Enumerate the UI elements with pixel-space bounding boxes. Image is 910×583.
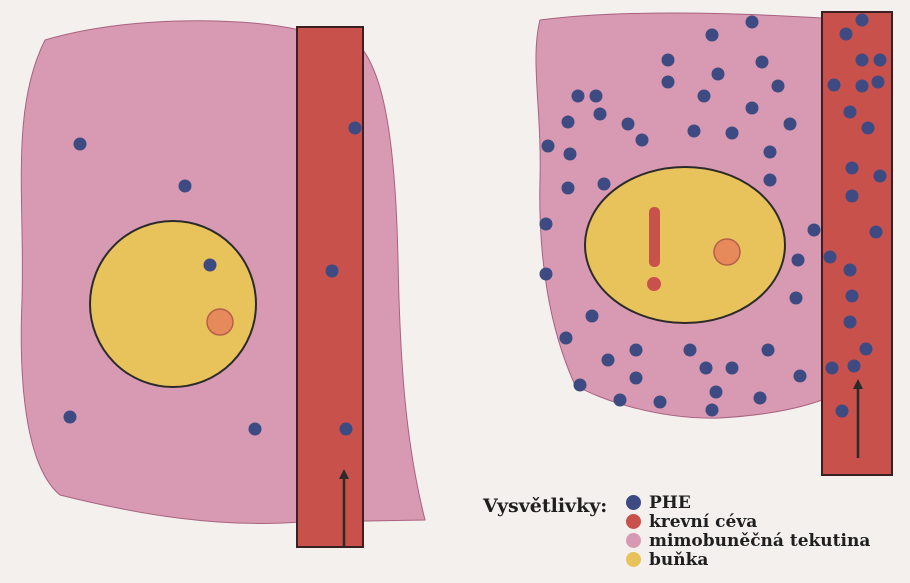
legend-label-phe: PHE xyxy=(649,493,691,513)
phe-molecule xyxy=(756,56,769,69)
legend-label-blood-vessel: krevní céva xyxy=(649,512,757,532)
phe-molecule xyxy=(562,182,575,195)
phe-molecule xyxy=(349,122,362,135)
phe-molecule xyxy=(74,138,87,151)
phe-molecule xyxy=(856,54,869,67)
phe-molecule xyxy=(844,316,857,329)
phe-molecule xyxy=(710,386,723,399)
legend-label-extracellular-fluid: mimobuněčná tekutina xyxy=(649,531,870,551)
phe-molecule xyxy=(712,68,725,81)
phe-molecule xyxy=(764,174,777,187)
phe-molecule xyxy=(808,224,821,237)
legend-list: PHE krevní céva mimobuněčná tekutina buň… xyxy=(626,493,906,569)
phe-molecule xyxy=(560,332,573,345)
phe-molecule xyxy=(700,362,713,375)
phe-molecule xyxy=(862,122,875,135)
phe-molecule xyxy=(848,360,861,373)
phe-molecule xyxy=(824,251,837,264)
phe-molecule xyxy=(630,344,643,357)
phe-molecule xyxy=(840,28,853,41)
phe-molecule xyxy=(792,254,805,267)
right-cell xyxy=(585,167,785,323)
phe-molecule xyxy=(844,106,857,119)
phe-molecule xyxy=(764,146,777,159)
phe-molecule xyxy=(874,54,887,67)
left-blood-vessel xyxy=(297,27,363,547)
legend-title: Vysvětlivky: xyxy=(483,495,607,517)
phe-molecule xyxy=(622,118,635,131)
phe-molecule xyxy=(614,394,627,407)
phe-molecule xyxy=(249,423,262,436)
phe-molecule xyxy=(662,76,675,89)
left-cell-nucleus xyxy=(207,309,233,335)
legend-item-cell: buňka xyxy=(626,550,906,569)
warning-mark-dot xyxy=(647,277,661,291)
phe-molecule xyxy=(828,79,841,92)
phe-molecule xyxy=(564,148,577,161)
phe-molecule xyxy=(574,379,587,392)
phe-molecule xyxy=(326,265,339,278)
phe-molecule xyxy=(726,362,739,375)
phe-molecule xyxy=(590,90,603,103)
phe-molecule xyxy=(726,127,739,140)
phe-molecule xyxy=(844,264,857,277)
phe-molecule xyxy=(698,90,711,103)
phe-molecule xyxy=(784,118,797,131)
phe-molecule xyxy=(540,268,553,281)
left-panel xyxy=(21,21,425,548)
phe-molecule xyxy=(872,76,885,89)
phe-molecule xyxy=(594,108,607,121)
phe-molecule xyxy=(602,354,615,367)
phe-molecule xyxy=(179,180,192,193)
extracellular-fluid-dot-icon xyxy=(626,533,641,548)
legend-item-blood-vessel: krevní céva xyxy=(626,512,906,531)
phe-molecule xyxy=(706,29,719,42)
left-cell xyxy=(90,221,256,387)
phe-molecule xyxy=(598,178,611,191)
phe-molecule xyxy=(762,344,775,357)
right-cell-nucleus xyxy=(714,239,740,265)
phe-molecule xyxy=(754,392,767,405)
phe-molecule xyxy=(688,125,701,138)
phe-molecule xyxy=(540,218,553,231)
phe-molecule xyxy=(64,411,77,424)
phe-molecule xyxy=(794,370,807,383)
phe-molecule xyxy=(572,90,585,103)
phe-molecule xyxy=(826,362,839,375)
phe-molecule xyxy=(856,80,869,93)
phe-molecule xyxy=(204,259,217,272)
phe-molecule xyxy=(874,170,887,183)
phe-molecule xyxy=(870,226,883,239)
phe-molecule xyxy=(586,310,599,323)
phe-molecule xyxy=(654,396,667,409)
phe-molecule xyxy=(684,344,697,357)
blood-vessel-dot-icon xyxy=(626,514,641,529)
legend-item-phe: PHE xyxy=(626,493,906,512)
phe-molecule xyxy=(772,80,785,93)
phe-molecule xyxy=(706,404,719,417)
phe-molecule xyxy=(860,343,873,356)
phe-molecule xyxy=(630,372,643,385)
phe-molecule xyxy=(746,16,759,29)
legend-label-cell: buňka xyxy=(649,550,708,570)
cell-dot-icon xyxy=(626,552,641,567)
phe-molecule xyxy=(856,14,869,27)
phe-molecule xyxy=(846,162,859,175)
phe-molecule xyxy=(636,134,649,147)
phe-molecule xyxy=(836,405,849,418)
phe-molecule xyxy=(542,140,555,153)
phe-molecule xyxy=(846,290,859,303)
right-panel xyxy=(536,12,892,475)
phe-molecule xyxy=(340,423,353,436)
phe-dot-icon xyxy=(626,495,641,510)
phe-molecule xyxy=(790,292,803,305)
legend-item-extracellular-fluid: mimobuněčná tekutina xyxy=(626,531,906,550)
phe-molecule xyxy=(562,116,575,129)
warning-mark-bar xyxy=(649,207,660,267)
phe-molecule xyxy=(846,190,859,203)
phe-molecule xyxy=(662,54,675,67)
phe-molecule xyxy=(746,102,759,115)
